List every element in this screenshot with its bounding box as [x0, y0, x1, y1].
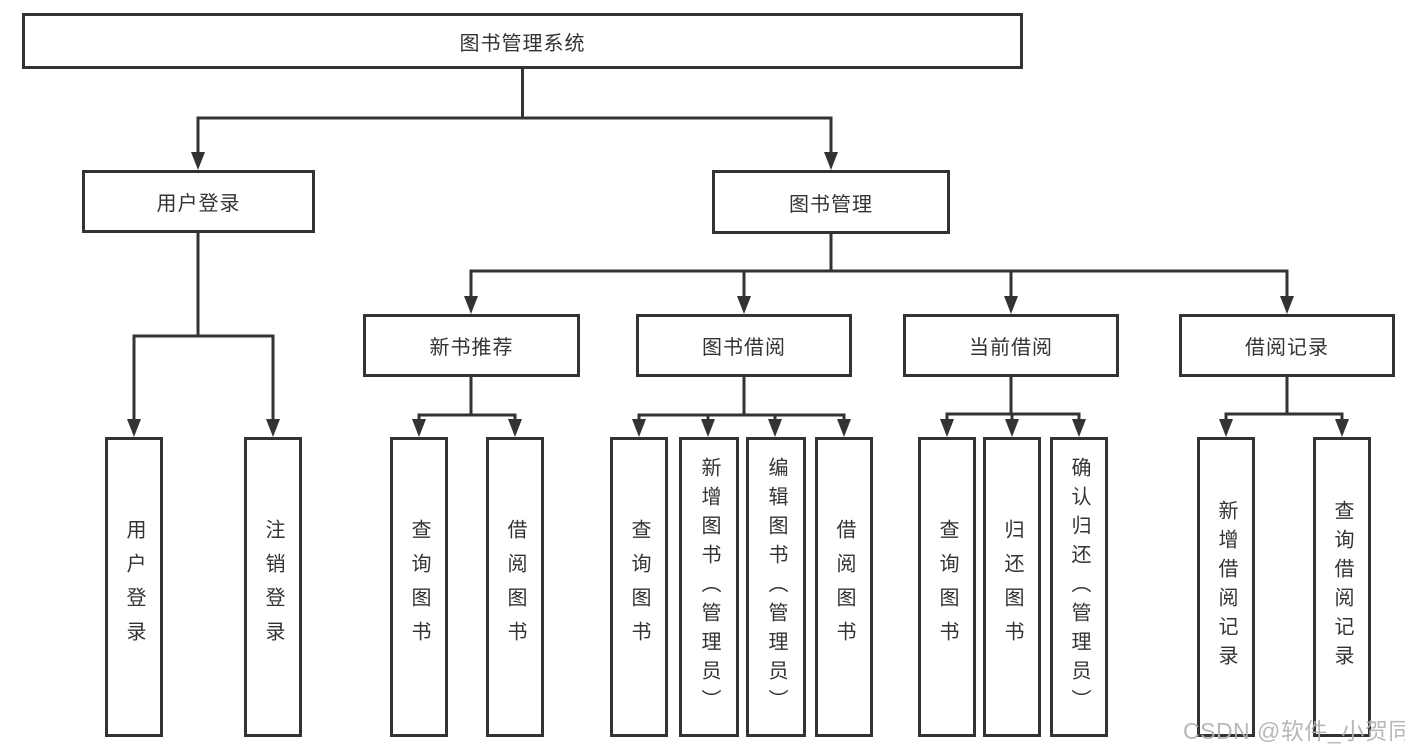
- node-book-borrow: 图书借阅: [636, 314, 852, 377]
- leaf-query-books: 查询图书: [390, 437, 448, 737]
- node-book-management: 图书管理: [712, 170, 950, 234]
- leaf-query-books: 查询图书: [610, 437, 668, 737]
- node-label: 确认归还（管理员）: [1068, 456, 1090, 718]
- node-label: 用户登录: [123, 519, 145, 655]
- leaf-logout: 注销登录: [244, 437, 302, 737]
- node-label: 新增借阅记录: [1215, 500, 1237, 674]
- node-label: 查询图书: [936, 519, 958, 655]
- node-label: 查询图书: [628, 519, 650, 655]
- node-label: 查询借阅记录: [1331, 500, 1353, 674]
- node-label: 新增图书（管理员）: [698, 456, 720, 718]
- node-label: 图书管理系统: [459, 32, 586, 55]
- node-borrow-records: 借阅记录: [1179, 314, 1395, 377]
- node-label: 注销登录: [262, 519, 284, 655]
- node-label: 借阅图书: [504, 519, 526, 655]
- node-label: 新书推荐: [429, 337, 514, 359]
- watermark: CSDN @软件_小贺同学: [1183, 718, 1405, 744]
- node-new-book-recommend: 新书推荐: [363, 314, 580, 377]
- node-label: 借阅记录: [1245, 337, 1329, 359]
- node-label: 查询图书: [408, 519, 430, 655]
- node-current-borrow: 当前借阅: [903, 314, 1119, 377]
- node-label: 图书借阅: [702, 337, 786, 359]
- leaf-confirm-return-admin: 确认归还（管理员）: [1050, 437, 1108, 737]
- leaf-add-borrow-record: 新增借阅记录: [1197, 437, 1255, 737]
- node-label: 图书管理: [789, 193, 873, 216]
- leaf-user-login: 用户登录: [105, 437, 163, 737]
- leaf-add-books-admin: 新增图书（管理员）: [679, 437, 739, 737]
- leaf-return-books: 归还图书: [983, 437, 1041, 737]
- node-user-login: 用户登录: [82, 170, 315, 233]
- leaf-query-books: 查询图书: [918, 437, 976, 737]
- node-label: 归还图书: [1001, 519, 1023, 655]
- node-label: 编辑图书（管理员）: [765, 456, 787, 718]
- arrow-down-icon: [127, 152, 1349, 437]
- node-label: 当前借阅: [969, 337, 1053, 359]
- node-library-system: 图书管理系统: [22, 13, 1023, 69]
- leaf-query-borrow-record: 查询借阅记录: [1313, 437, 1371, 737]
- leaf-borrow-books: 借阅图书: [486, 437, 544, 737]
- node-label: 借阅图书: [833, 519, 855, 655]
- node-label: 用户登录: [156, 193, 241, 215]
- leaf-borrow-books: 借阅图书: [815, 437, 873, 737]
- leaf-edit-books-admin: 编辑图书（管理员）: [746, 437, 806, 737]
